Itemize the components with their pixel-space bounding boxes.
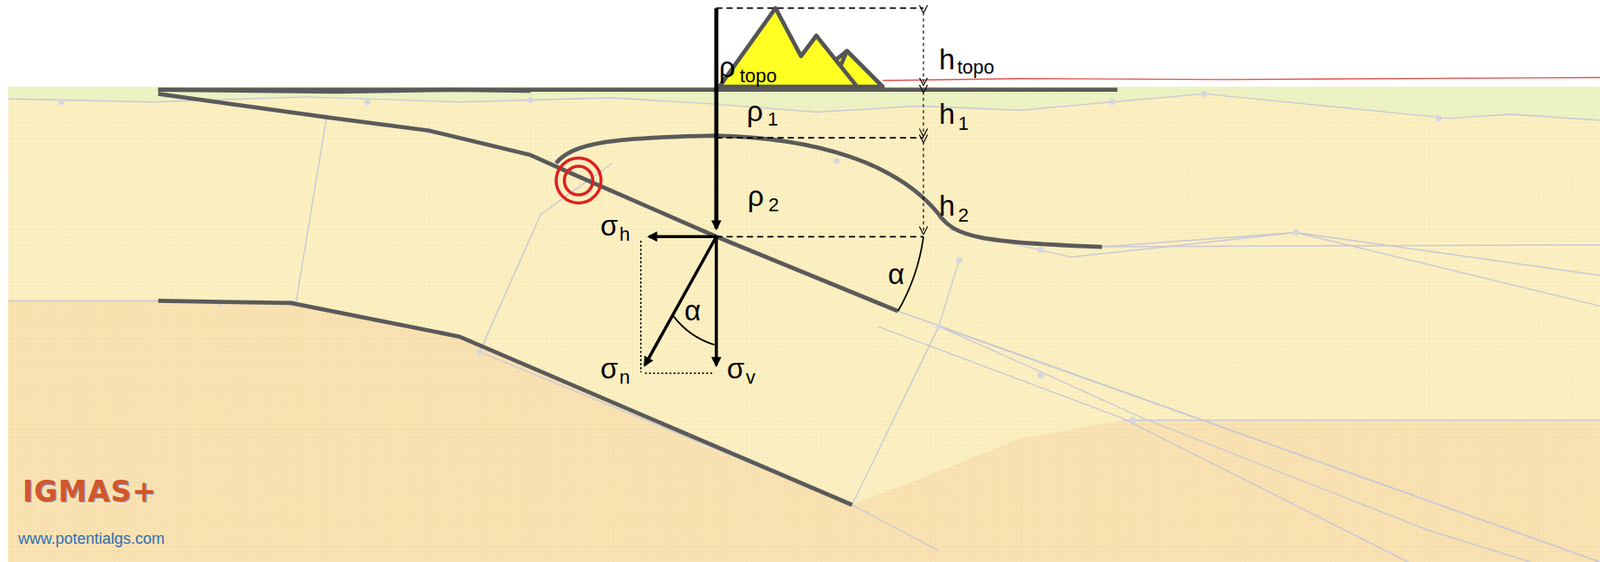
- subscript: topo: [957, 58, 995, 78]
- stress-symbol: σ: [600, 354, 618, 383]
- density-symbol: ρ: [747, 181, 765, 211]
- density-symbol: ρ: [746, 97, 764, 126]
- stress-symbol: σ: [600, 211, 618, 240]
- subscript: h: [619, 225, 630, 245]
- subscript: v: [745, 368, 756, 388]
- subscript: 1: [958, 114, 969, 134]
- density-symbol: ρ: [719, 52, 736, 82]
- subscript: 2: [958, 206, 969, 226]
- subscript: 2: [768, 195, 779, 215]
- subscript: 1: [767, 110, 778, 130]
- height-symbol: h: [939, 191, 955, 221]
- logo-text: IGMAS+: [22, 477, 157, 506]
- angle-symbol: α: [684, 296, 701, 325]
- height-symbol: h: [939, 45, 955, 74]
- height-symbol: h: [939, 99, 955, 129]
- stress-symbol: σ: [726, 354, 745, 383]
- angle-symbol: α: [887, 259, 905, 289]
- website-url: www.potentialgs.com: [18, 531, 165, 547]
- subscript: topo: [739, 66, 778, 86]
- subscript: n: [619, 368, 630, 388]
